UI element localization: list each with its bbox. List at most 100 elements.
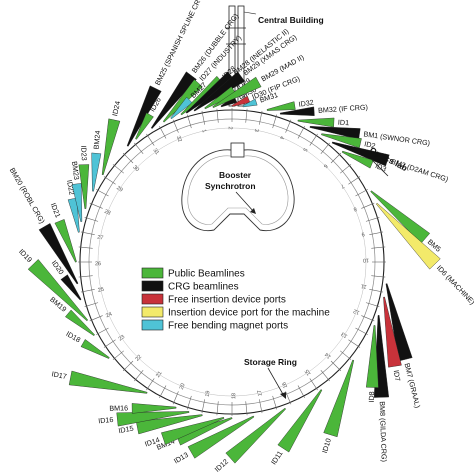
cell-number: 16 (281, 381, 289, 389)
ring-tick (187, 114, 192, 129)
cell-number: 9 (361, 230, 365, 237)
ring-tick (259, 399, 263, 414)
cell-number: 28 (103, 209, 111, 217)
beamline-label: BM32 (IF CRG) (318, 102, 368, 114)
beamline-wedge (242, 98, 258, 108)
beamline-wedge (162, 79, 203, 123)
cell-number: 4 (278, 135, 285, 140)
ring-tick (285, 391, 292, 405)
ring-cell-ticks (78, 108, 386, 416)
legend-label: Free bending magnet ports (168, 321, 288, 332)
cell-number: 29 (115, 185, 123, 193)
beamline-wedge (71, 183, 83, 222)
legend-swatch (141, 319, 164, 331)
cell-number: 18 (231, 393, 237, 399)
ring-tick (348, 176, 361, 185)
ring-tick (134, 142, 144, 154)
ring-tick (348, 339, 361, 348)
ring-tick (146, 378, 155, 391)
beamline-label: ID11 (269, 449, 285, 466)
ring-tick (201, 110, 205, 125)
ring-tick (96, 327, 109, 335)
ring-tick (245, 108, 248, 123)
ring-cell-numbers: 1234567891011121314151617181920212223242… (95, 126, 369, 399)
cell-number: 5 (301, 146, 308, 152)
storage-ring-label: Storage Ring (244, 357, 297, 367)
legend-swatch (141, 293, 164, 305)
ring-tick (103, 339, 116, 348)
beamline-wedge (231, 95, 251, 107)
cell-number: 12 (353, 307, 361, 315)
beamline-label: ID2 (363, 139, 376, 150)
cell-number: 22 (135, 354, 144, 363)
ring-tick (122, 360, 134, 372)
cell-number: 21 (155, 370, 163, 378)
beamline-wedge (212, 76, 262, 108)
beamline-wedge (135, 112, 154, 140)
cell-number: 19 (205, 390, 212, 397)
beamline-label: BM24 (92, 130, 103, 149)
beamline-wedge (68, 370, 148, 394)
beamline-label: ID13 (172, 450, 190, 465)
ring-tick (309, 378, 318, 391)
ring-tick (272, 114, 277, 129)
cell-number: 25 (97, 287, 104, 294)
ring-tick (297, 385, 305, 398)
synchrotron-label: Synchrotron (205, 181, 256, 191)
beamline-label: ID18 (65, 329, 83, 344)
beamline-label: BM25 (SPANISH SPLINE CRG) (153, 0, 206, 87)
beamline-wedge (323, 359, 355, 438)
ring-tick (272, 395, 277, 410)
booster-synchrotron (181, 142, 295, 232)
ring-tick (369, 231, 384, 235)
beamline-label: ID3 (374, 161, 388, 174)
booster-label: Booster (219, 170, 252, 180)
ring-tick (201, 399, 205, 414)
beamline-label: ID7 (392, 369, 403, 381)
beamline-wedge (150, 71, 197, 129)
ring-tick (309, 133, 318, 146)
beamline-label: BM8 (GILDA CRG) (378, 401, 389, 462)
legend-swatch (141, 306, 164, 318)
cell-number: 17 (257, 389, 264, 396)
beamline-wedge (135, 414, 203, 435)
ring-tick (245, 401, 248, 416)
ring-tick (112, 350, 124, 360)
ring-tick (320, 370, 330, 382)
cell-number: 7 (339, 182, 345, 189)
ring-tick (84, 217, 99, 222)
beamline-wedge (297, 117, 335, 128)
beamline-wedge (170, 96, 193, 120)
beamline-label: BM20 (ROBL CRG) (8, 166, 47, 225)
beamline-label: ID17 (51, 369, 68, 381)
ring-tick (369, 289, 384, 293)
beamline-wedge (161, 416, 225, 445)
ring-tick (80, 289, 95, 293)
ring-tick (365, 217, 380, 222)
cell-number: 3 (253, 128, 259, 132)
beamline-wedge (309, 126, 361, 140)
ring-tick (103, 176, 116, 185)
beamline-label: ID8 (367, 391, 376, 402)
cell-number: 31 (152, 148, 160, 156)
beamline-wedge (383, 296, 402, 368)
ring-tick (330, 360, 342, 372)
cell-number: 20 (179, 383, 187, 391)
beamline-wedge (131, 403, 177, 414)
ring-tick (285, 119, 292, 133)
ring-tick (78, 275, 93, 278)
beamline-wedge (38, 223, 79, 285)
beamline-wedge (370, 190, 431, 244)
ring-tick (172, 391, 179, 405)
beamline-wedge (225, 407, 287, 464)
beamline-wedge (277, 389, 323, 453)
cell-number: 1 (200, 129, 207, 133)
ring-tick (320, 142, 330, 154)
ring-tick (361, 202, 375, 209)
ring-tick (330, 152, 342, 164)
cell-number: 32 (175, 135, 183, 143)
ring-tick (365, 302, 380, 307)
cell-number: 14 (324, 351, 333, 360)
